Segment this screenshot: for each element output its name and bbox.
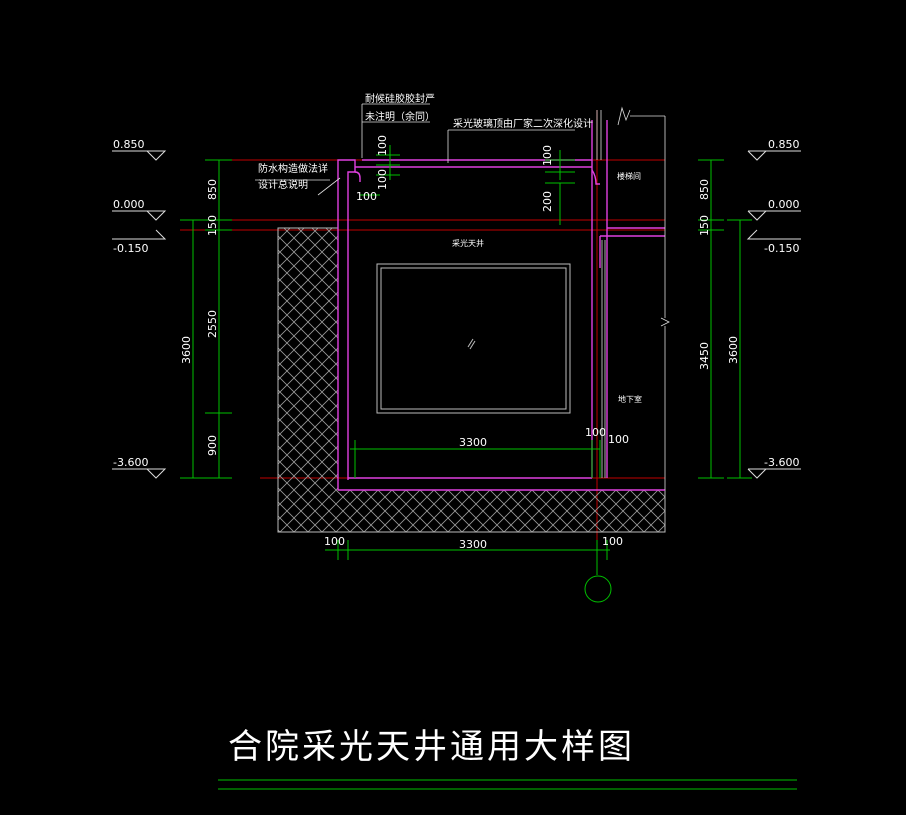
dim-top-slab-1: 100 bbox=[376, 135, 389, 156]
dim-bottom-left-wall: 100 bbox=[324, 535, 345, 548]
dim-left-900: 900 bbox=[206, 435, 219, 456]
dim-right-total: 3600 bbox=[727, 336, 740, 364]
dim-left-2550: 2550 bbox=[206, 310, 219, 338]
leader-lines bbox=[255, 103, 575, 196]
dim-left-850: 850 bbox=[206, 179, 219, 200]
dim-top-slab-3: 100 bbox=[541, 145, 554, 166]
dimension-lines bbox=[180, 145, 797, 790]
note-waterproof-line2: 设计总说明 bbox=[258, 178, 308, 191]
level-left-0850: 0.850 bbox=[113, 138, 145, 151]
level-right-minus3600: -3.600 bbox=[764, 456, 799, 469]
level-right-0850: 0.850 bbox=[768, 138, 800, 151]
note-glass-roof: 采光玻璃顶由厂家二次深化设计 bbox=[453, 117, 593, 130]
note-waterproof-line1: 防水构造做法详 bbox=[258, 162, 328, 175]
level-right-0000: 0.000 bbox=[768, 198, 800, 211]
note-sealant-line2: 未注明（余同） bbox=[365, 110, 435, 123]
dim-top-slab-2: 100 bbox=[376, 169, 389, 190]
level-left-minus0150: -0.150 bbox=[113, 242, 148, 255]
dim-bottom-right-wall: 100 bbox=[602, 535, 623, 548]
dim-inner-right-wall: 100 bbox=[608, 433, 629, 446]
dim-right-3450: 3450 bbox=[698, 342, 711, 370]
dim-right-150: 150 bbox=[698, 215, 711, 236]
dim-beam-200: 200 bbox=[541, 191, 554, 212]
level-left-minus3600: -3.600 bbox=[113, 456, 148, 469]
right-wall-detail bbox=[596, 106, 670, 490]
drawing-title: 合院采光天井通用大样图 bbox=[228, 727, 635, 767]
level-markers bbox=[112, 150, 801, 479]
dim-bottom-width: 3300 bbox=[459, 538, 487, 551]
note-sealant-line1: 耐候硅胶胶封严 bbox=[365, 92, 435, 105]
label-basement: 地下室 bbox=[618, 394, 642, 404]
label-skylight: 采光天井 bbox=[452, 238, 484, 248]
dim-left-150: 150 bbox=[206, 215, 219, 236]
level-right-minus0150: -0.150 bbox=[764, 242, 799, 255]
label-stairwell: 楼梯间 bbox=[617, 171, 641, 181]
dim-right-850: 850 bbox=[698, 179, 711, 200]
dim-side-100: 100 bbox=[356, 190, 377, 203]
dim-left-total: 3600 bbox=[180, 336, 193, 364]
dim-inner-left-wall: 100 bbox=[585, 426, 606, 439]
skylight-frame bbox=[376, 263, 571, 414]
level-left-0000: 0.000 bbox=[113, 198, 145, 211]
dim-inner-width: 3300 bbox=[459, 436, 487, 449]
